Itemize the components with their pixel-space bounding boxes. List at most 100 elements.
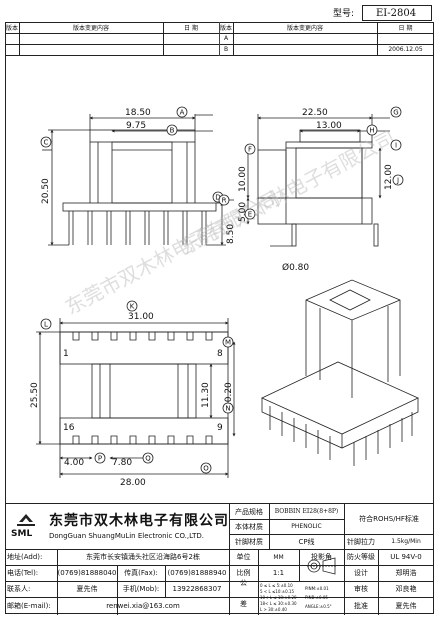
marker-letter: R (222, 197, 227, 205)
marker-letter: D (215, 194, 220, 202)
rev-header-content-2: 版本变更内容 (286, 25, 323, 32)
tolerance-item: L > 30:±0.40 (260, 607, 287, 612)
pin-strength-label: 针脚拉力 (347, 537, 375, 546)
isometric-view (261, 279, 419, 466)
fax-value: (0769)81888940 (167, 569, 227, 577)
dim-label: 13.00 (316, 121, 342, 131)
check-label: 审核 (354, 585, 368, 593)
dim-label: 7.80 (112, 458, 132, 468)
dim-label: 31.00 (128, 312, 154, 322)
rev-header-content: 版本变更内容 (72, 25, 109, 32)
marker-letter: Q (145, 455, 151, 463)
marker-letter: J (396, 177, 399, 185)
product-spec-value: BOBBIN EI28(8+8P) (274, 508, 339, 515)
marker-circle (366, 124, 378, 136)
check-value: 邓良艳 (395, 585, 417, 593)
product-spec-label: 产品规格 (235, 507, 263, 516)
design-value: 郑明浩 (395, 569, 417, 577)
phone-value: (0769)81888040 (57, 569, 117, 577)
dim-label: 20.50 (41, 178, 51, 204)
rev-header-date-2: 日 期 (398, 25, 413, 32)
dim-label: 9.75 (126, 121, 146, 131)
scale-value: 1:1 (272, 569, 285, 577)
marker-circle (390, 106, 402, 118)
marker-circle (390, 139, 402, 151)
scale-label: 比例 (236, 569, 251, 577)
mobile-value: 13922868307 (172, 585, 222, 593)
mobile-label: 手机(Mob): (122, 585, 160, 593)
dim-label: 11.30 (201, 382, 211, 408)
rev-header-version-2: 版本 (219, 25, 232, 32)
dim-label: Ø0.80 (282, 262, 309, 273)
tolerance-label-1: 公 (240, 579, 247, 587)
marker-letter: O (203, 465, 209, 473)
rohs-compliance: 符合ROHS/HF标准 (359, 515, 419, 523)
front-view (42, 114, 234, 246)
projection-label: 投影角 (311, 553, 332, 561)
dim-label: 28.00 (120, 478, 146, 488)
marker-circle (94, 452, 106, 464)
marker-letter: K (130, 303, 135, 311)
body-material-value: PHENOLIC (291, 523, 322, 530)
marker-circle (40, 318, 52, 330)
address-label: 地址(Add): (7, 553, 43, 561)
rev-header-date: 日 期 (184, 25, 198, 32)
email-value: renwei.xia@163.com (106, 602, 180, 610)
approve-label: 批准 (354, 602, 368, 610)
model-value: EI-2804 (376, 8, 417, 19)
marker-circle (392, 174, 404, 186)
marker-circle (126, 300, 138, 312)
pin-material-value: CP线 (298, 537, 315, 546)
tolerance-label-2: 差 (240, 600, 247, 608)
address-value: 东莞市长安镇涌头社区沿海路6号2栋 (86, 553, 200, 561)
dim-label: 20.20 (224, 382, 234, 408)
marker-circle (176, 106, 188, 118)
company-name-cn: 东莞市双木林电子有限公司 (49, 513, 229, 529)
dim-label: 10.00 (238, 166, 248, 192)
pin-number: 16 (63, 423, 75, 433)
contact-label: 联系人: (7, 585, 31, 593)
marker-letter: N (225, 405, 230, 413)
technical-drawing: 东莞市双木林电子有限公司 东莞市双木林电子有限公司 18.50 9.75 20.… (30, 106, 419, 488)
dim-label: 22.50 (302, 108, 328, 118)
rev-row-version: A (223, 35, 229, 42)
angle-tolerance-item: PINM:±0.01 (305, 586, 329, 591)
unit-label: 单位 (236, 553, 251, 561)
marker-circle (218, 194, 230, 206)
dim-label: 8.50 (226, 224, 236, 244)
pin-number: 8 (217, 349, 223, 359)
marker-circle (166, 124, 178, 136)
marker-letter: I (395, 142, 397, 150)
revision-table: 版本 版本变更内容 日 期 版本 版本变更内容 日 期 A B 2006.12.… (5, 22, 434, 56)
company-name-en: DongGuan ShuangMuLin Electronic CO.,LTD. (49, 532, 204, 540)
tolerance-item: 18< L ≤ 30:±0.30 (260, 601, 297, 606)
marker-letter: L (44, 321, 48, 329)
marker-letter: B (170, 127, 175, 135)
tolerance-item: 10< L ≤ 18:±0.20 (260, 595, 297, 600)
tolerance-item: 5 < L ≤10:±0.15 (260, 589, 294, 594)
marker-circle (200, 462, 212, 474)
marker-letter: H (369, 127, 374, 135)
side-view (246, 114, 390, 247)
model-label: 型号: (333, 9, 355, 19)
pin-number: 1 (63, 349, 69, 359)
phone-label: 电话(Tel): (7, 569, 39, 577)
marker-circle (142, 452, 154, 464)
projection-symbol (305, 553, 339, 579)
marker-letter: A (180, 109, 185, 117)
dim-label: 25.50 (30, 382, 40, 408)
tolerance-item: 0 ≤ L ≤ 5:±0.10 (260, 583, 293, 588)
angle-tolerance-item: ANGLE:±0.5° (305, 604, 332, 609)
marker-circle (244, 208, 256, 220)
marker-letter: M (225, 339, 231, 347)
bottom-view (36, 318, 236, 478)
dim-label: 5.00 (238, 202, 248, 222)
marker-letter: G (393, 109, 398, 117)
flame-value: UL 94V-0 (390, 553, 422, 561)
company-logo (11, 512, 41, 536)
pin-number: 9 (217, 423, 223, 433)
contact-value: 夏先伟 (76, 585, 98, 593)
dim-label: 18.50 (125, 108, 151, 118)
dim-label: 12.00 (384, 164, 394, 190)
marker-letter: C (44, 139, 49, 147)
